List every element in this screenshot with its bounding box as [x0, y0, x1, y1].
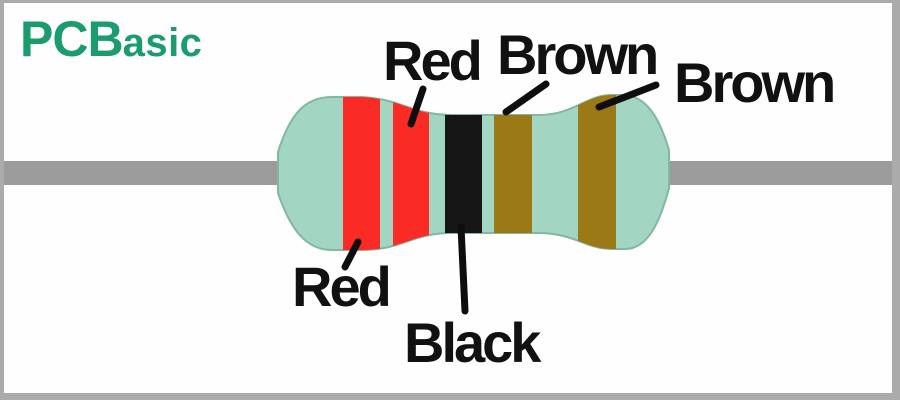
pointer-line-bottom-black	[457, 223, 469, 315]
pointer-line-top-brown	[502, 80, 550, 116]
right-lead-wire	[650, 161, 897, 185]
label-top-brown: Brown	[497, 23, 659, 86]
pointer-line-top-red	[407, 85, 427, 128]
color-band-5-brown	[578, 95, 616, 250]
pointer-line-bottom-red	[341, 238, 362, 271]
logo-text-asic: asic	[122, 21, 203, 65]
left-lead-wire	[3, 161, 298, 185]
label-right-brown: Brown	[674, 51, 836, 114]
color-band-3-black	[445, 95, 482, 250]
pointer-line-right-brown	[595, 81, 660, 111]
label-bottom-red: Red	[292, 255, 392, 318]
logo-text-pcb: PCB	[20, 11, 124, 67]
label-top-red: Red	[383, 29, 483, 92]
label-bottom-black: Black	[404, 311, 541, 374]
color-band-4-brown	[494, 95, 532, 250]
pcbasic-logo: PCBasic	[20, 14, 202, 64]
color-band-1-red	[343, 95, 380, 250]
